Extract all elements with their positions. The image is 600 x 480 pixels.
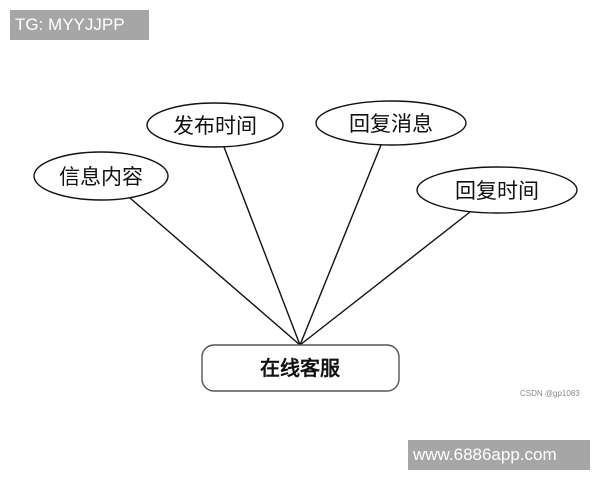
- connector-lines: [129, 144, 471, 346]
- attribute-label: 回复时间: [455, 179, 539, 203]
- connector-reply-message: [299, 144, 382, 346]
- attribute-info-content: 信息内容: [33, 151, 169, 201]
- watermark-top: TG: MYYJJPP: [10, 10, 149, 40]
- connector-info-content: [129, 197, 301, 346]
- connector-publish-time: [223, 146, 301, 346]
- attribute-publish-time: 发布时间: [146, 102, 284, 148]
- attribute-label: 发布时间: [173, 114, 257, 138]
- attribute-reply-time: 回复时间: [416, 166, 578, 214]
- connector-reply-time: [299, 211, 471, 346]
- watermark-bottom: www.6886app.com: [408, 440, 590, 470]
- attribute-label: 信息内容: [59, 165, 143, 189]
- csdn-credit: CSDN @gp1083: [520, 389, 580, 398]
- entity-online-service: 在线客服: [201, 344, 400, 392]
- attribute-reply-message: 回复消息: [315, 100, 467, 146]
- attribute-label: 回复消息: [349, 112, 433, 136]
- entity-label: 在线客服: [260, 356, 341, 380]
